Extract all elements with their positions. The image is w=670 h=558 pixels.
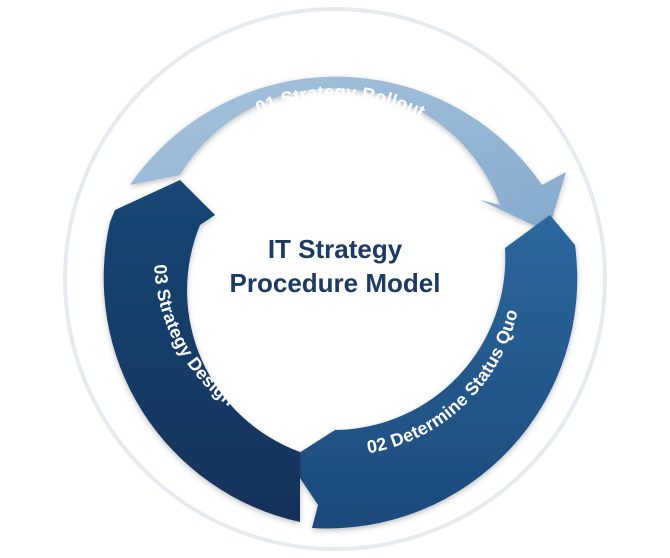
outer-ring <box>63 7 607 551</box>
step-arrow-02 <box>288 215 578 529</box>
center-title-line1: IT Strategy <box>267 234 403 264</box>
step-arrow-03 <box>103 180 300 522</box>
center-title-line2: Procedure Model <box>229 268 441 298</box>
step-arrow-01 <box>130 76 566 232</box>
center-title: IT Strategy Procedure Model <box>185 232 485 300</box>
